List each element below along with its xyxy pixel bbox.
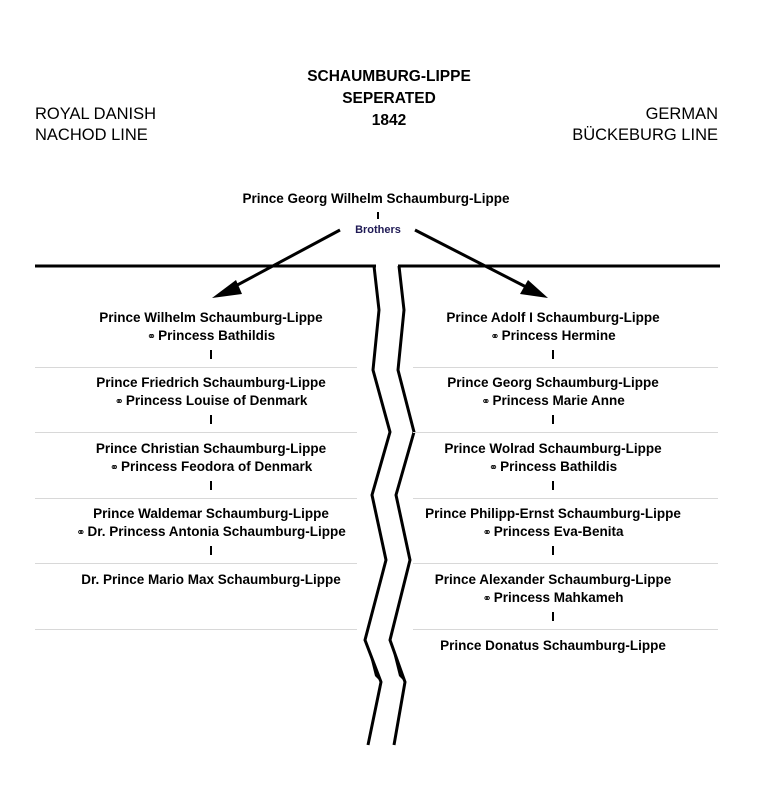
right-spouse-line: ⚭Princess Bathildis: [353, 458, 753, 477]
left-descent-tick: [210, 415, 212, 424]
right-label-line-1: GERMAN: [645, 105, 718, 123]
right-person-name: Prince Philipp-Ernst Schaumburg-Lippe: [425, 506, 681, 521]
marriage-rings-icon: ⚭: [481, 396, 490, 408]
left-descent-tick: [210, 481, 212, 490]
right-spouse-line: ⚭Princess Marie Anne: [353, 392, 753, 411]
right-row-separator: [413, 367, 718, 368]
marriage-rings-icon: ⚭: [488, 462, 498, 474]
split-shadow-left: [365, 640, 381, 682]
marriage-rings-icon: ⚭: [146, 331, 156, 343]
left-line-label: ROYAL DANISH NACHOD LINE: [35, 104, 156, 146]
brothers-relation-label: Brothers: [355, 224, 401, 236]
left-person-name: Prince Friedrich Schaumburg-Lippe: [96, 375, 326, 390]
left-person-name: Prince Christian Schaumburg-Lippe: [95, 441, 327, 456]
marriage-rings-icon: ⚭: [114, 396, 124, 408]
marriage-rings-icon: ⚭: [490, 331, 499, 343]
right-spouse-name: Princess Mahkameh: [493, 590, 624, 605]
left-spouse-name: Princess Bathildis: [158, 328, 276, 343]
left-spouse-line: ⚭Princess Bathildis: [11, 327, 411, 346]
right-descent-tick: [552, 546, 554, 555]
left-generation-5: Dr. Prince Mario Max Schaumburg-Lippe: [11, 571, 411, 589]
left-spouse-line: ⚭Dr. Princess Antonia Schaumburg-Lippe: [11, 523, 411, 542]
right-descent-tick: [552, 350, 554, 359]
left-label-line-1: ROYAL DANISH: [35, 105, 157, 123]
right-generation-6: Prince Donatus Schaumburg-Lippe: [353, 637, 753, 655]
left-spouse-line: ⚭Princess Feodora of Denmark: [11, 458, 411, 477]
root-ancestor: Prince Georg Wilhelm Schaumburg-Lippe: [242, 191, 510, 206]
left-row-separator: [35, 498, 357, 499]
left-label-line-2: NACHOD LINE: [35, 126, 148, 144]
right-spouse-name: Princess Hermine: [501, 328, 616, 343]
left-row-separator: [35, 367, 357, 368]
left-person-name: Prince Wilhelm Schaumburg-Lippe: [99, 310, 323, 325]
right-line-label: GERMAN BÜCKEBURG LINE: [572, 104, 718, 146]
right-row-separator: [413, 498, 718, 499]
split-shadow-right: [390, 640, 405, 682]
right-descent-tick: [552, 415, 554, 424]
right-arrow-head: [520, 280, 548, 298]
left-row-separator: [35, 432, 357, 433]
title-line-1: SCHAUMBURG-LIPPE: [307, 68, 471, 85]
right-generation-2: Prince Georg Schaumburg-Lippe ⚭Princess M…: [353, 374, 753, 424]
right-descent-tick: [552, 612, 554, 621]
left-spouse-line: ⚭Princess Louise of Denmark: [11, 392, 411, 411]
marriage-rings-icon: ⚭: [482, 593, 491, 605]
right-descent-tick: [552, 481, 554, 490]
left-row-separator: [35, 629, 357, 630]
right-person-name: Prince Adolf I Schaumburg-Lippe: [446, 310, 660, 325]
left-person-name: Dr. Prince Mario Max Schaumburg-Lippe: [81, 572, 341, 587]
left-generation-1: Prince Wilhelm Schaumburg-Lippe ⚭Princess…: [11, 309, 411, 359]
right-spouse-name: Princess Bathildis: [500, 459, 618, 474]
right-row-separator: [413, 629, 718, 630]
right-generation-1: Prince Adolf I Schaumburg-Lippe ⚭Princess…: [353, 309, 753, 359]
marriage-rings-icon: ⚭: [109, 462, 119, 474]
right-spouse-line: ⚭Princess Eva-Benita: [353, 523, 753, 542]
left-spouse-name: Dr. Princess Antonia Schaumburg-Lippe: [87, 524, 346, 539]
diagram-title: SCHAUMBURG-LIPPE SEPERATED 1842: [0, 66, 778, 132]
left-descent-tick: [210, 350, 212, 359]
right-generation-3: Prince Wolrad Schaumburg-Lippe ⚭Princess …: [353, 440, 753, 490]
left-generation-4: Prince Waldemar Schaumburg-Lippe ⚭Dr. Pri…: [11, 505, 411, 555]
right-person-name: Prince Alexander Schaumburg-Lippe: [434, 572, 672, 587]
left-generation-2: Prince Friedrich Schaumburg-Lippe ⚭Prince…: [11, 374, 411, 424]
right-spouse-line: ⚭Princess Hermine: [353, 327, 753, 346]
left-spouse-name: Princess Louise of Denmark: [125, 393, 308, 408]
right-generation-4: Prince Philipp-Ernst Schaumburg-Lippe ⚭Pr…: [353, 505, 753, 555]
left-arrow-shaft: [227, 228, 341, 292]
marriage-rings-icon: ⚭: [482, 527, 491, 539]
left-descent-tick: [210, 546, 212, 555]
right-person-name: Prince Donatus Schaumburg-Lippe: [440, 638, 666, 653]
right-person-name: Prince Wolrad Schaumburg-Lippe: [444, 441, 662, 456]
title-line-3: 1842: [371, 112, 407, 129]
right-row-separator: [413, 432, 718, 433]
right-label-line-2: BÜCKEBURG LINE: [572, 126, 718, 144]
title-line-2: SEPERATED: [342, 90, 436, 107]
left-person-name: Prince Waldemar Schaumburg-Lippe: [93, 506, 329, 521]
right-spouse-line: ⚭Princess Mahkameh: [353, 589, 753, 608]
right-spouse-name: Princess Eva-Benita: [493, 524, 624, 539]
left-generation-3: Prince Christian Schaumburg-Lippe ⚭Prince…: [11, 440, 411, 490]
marriage-rings-icon: ⚭: [76, 527, 85, 539]
left-spouse-name: Princess Feodora of Denmark: [120, 459, 313, 474]
right-arrow-shaft: [414, 228, 533, 292]
right-generation-5: Prince Alexander Schaumburg-Lippe ⚭Prince…: [353, 571, 753, 621]
right-spouse-name: Princess Marie Anne: [492, 393, 625, 408]
left-arrow-head: [212, 280, 242, 298]
right-person-name: Prince Georg Schaumburg-Lippe: [447, 375, 659, 390]
right-row-separator: [413, 563, 718, 564]
left-row-separator: [35, 563, 357, 564]
